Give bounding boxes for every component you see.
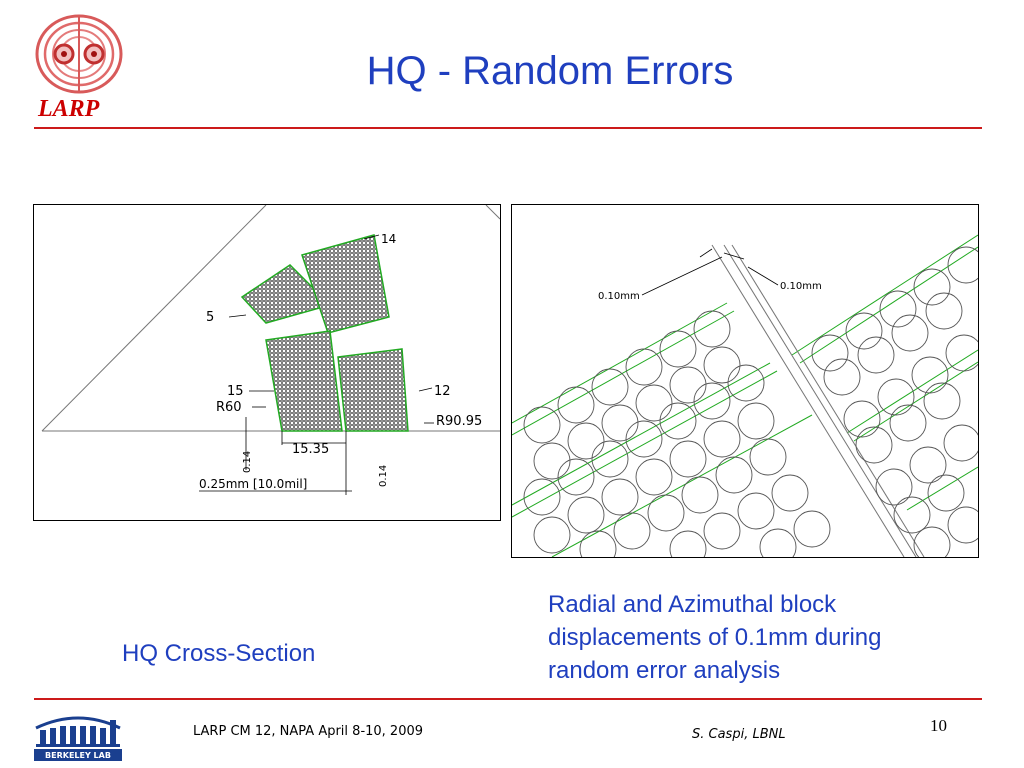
cross-section-drawing: 14 5 15 12 R60 R90.95 15.35 0.14 0.14 0.…	[41, 205, 500, 495]
cross-section-caption: HQ Cross-Section	[122, 640, 316, 667]
coil-block-14	[301, 234, 390, 334]
dimension-15-35: 15.35	[292, 442, 329, 457]
bottom-divider	[34, 698, 982, 700]
block-label-12: 12	[434, 384, 451, 399]
cern-rings-icon	[35, 14, 123, 94]
block-label-15: 15	[227, 384, 244, 399]
berkeley-building-icon: BERKELEY LAB	[34, 716, 122, 761]
slide-title: HQ - Random Errors	[366, 49, 734, 93]
coil-block-15	[265, 330, 343, 432]
larp-logo-text: LARP	[38, 96, 100, 122]
cross-section-figure: 14 5 15 12 R60 R90.95 15.35 0.14 0.14 0.…	[33, 204, 501, 521]
block-label-14: 14	[381, 232, 396, 246]
top-divider	[34, 127, 982, 129]
block-label-5: 5	[206, 310, 214, 325]
footer-conference: LARP CM 12, NAPA April 8-10, 2009	[193, 724, 424, 739]
berkeley-lab-text: BERKELEY LAB	[45, 751, 111, 760]
radial-gap-label: 0.10mm	[598, 291, 640, 302]
footer-author: S. Caspi, LBNL	[692, 727, 786, 742]
dimension-0-14-left: 0.14	[242, 451, 253, 473]
dimension-0-14-right: 0.14	[378, 465, 389, 487]
displacement-figure: 0.10mm 0.10mm	[511, 204, 979, 558]
coil-block-12	[337, 348, 409, 432]
azimuthal-gap-label: 0.10mm	[780, 281, 822, 292]
dimension-r90-95: R90.95	[436, 414, 482, 429]
displacement-caption: Radial and Azimuthal block displacements…	[548, 591, 882, 684]
dimension-0-25mm: 0.25mm [10.0mil]	[199, 477, 307, 491]
berkeley-lab-logo: BERKELEY LAB	[32, 706, 124, 762]
dimension-r60: R60	[216, 400, 242, 415]
cable-strands	[523, 246, 978, 557]
page-number: 10	[930, 716, 947, 735]
displacement-drawing: 0.10mm 0.10mm	[512, 234, 978, 557]
larp-logo	[34, 12, 124, 97]
